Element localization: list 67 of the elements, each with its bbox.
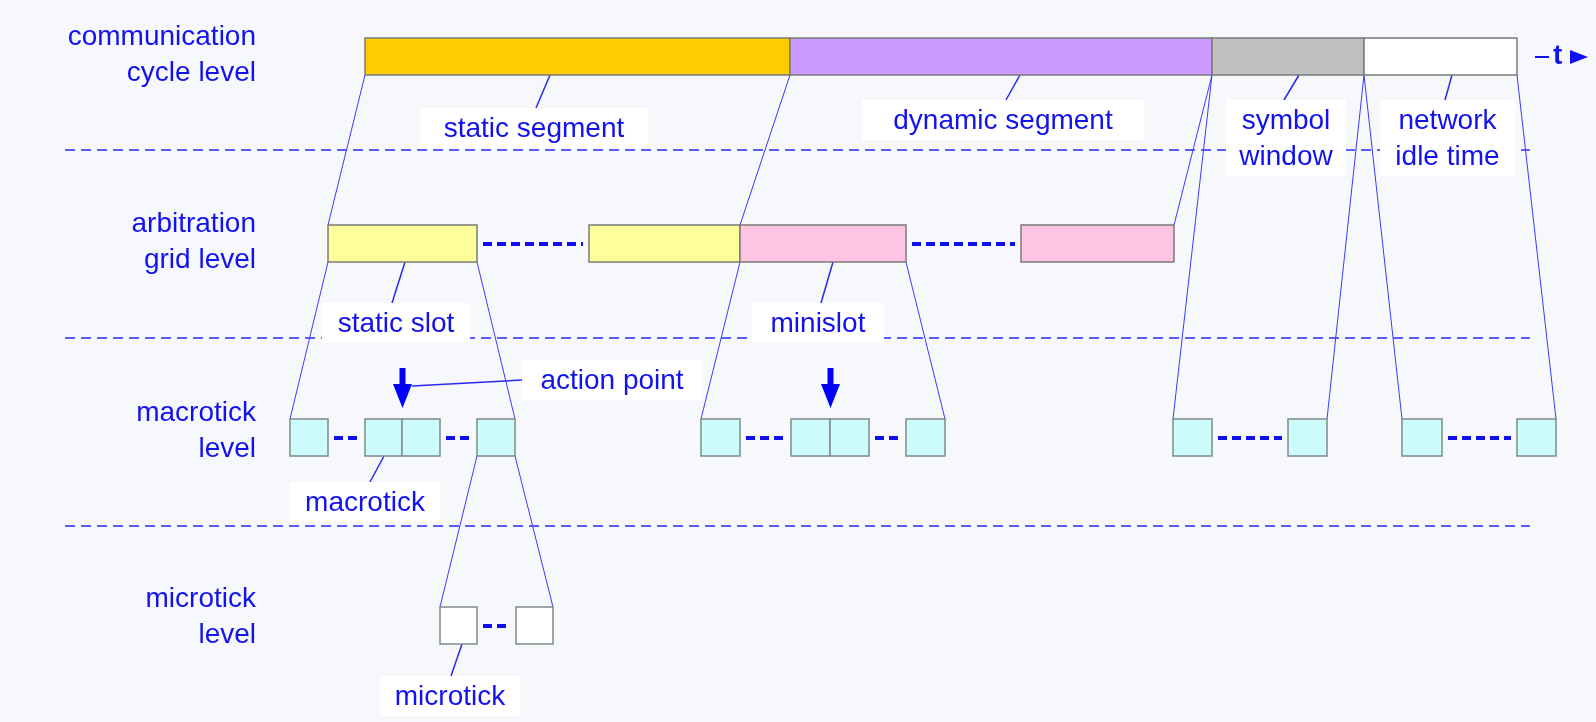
microtick-square <box>439 606 478 645</box>
leader-line <box>820 261 834 304</box>
action-point-arrow <box>821 368 840 408</box>
level-label: macrotick level <box>135 395 256 465</box>
leader-line <box>369 455 385 483</box>
zoom-line <box>514 455 554 608</box>
slot-bar <box>1020 224 1175 263</box>
microtick-square <box>515 606 554 645</box>
callout-label: action point <box>522 360 702 400</box>
zoom-line <box>905 261 946 420</box>
segment-label: dynamic segment <box>862 100 1144 140</box>
macrotick-square <box>289 418 329 457</box>
zoom-line <box>1516 74 1557 420</box>
ellipsis-dashes <box>875 436 900 440</box>
zoom-line <box>476 261 516 420</box>
ellipsis-dashes <box>746 436 785 440</box>
ellipsis-dashes <box>912 242 1015 246</box>
macrotick-square <box>700 418 741 457</box>
macrotick-square <box>1172 418 1213 457</box>
action-point-arrow <box>393 368 412 408</box>
axis-label: t <box>1553 38 1563 72</box>
segment-bar <box>364 37 791 76</box>
zoom-line <box>700 261 741 420</box>
slot-label: minislot <box>752 303 884 343</box>
ellipsis-dashes <box>483 242 583 246</box>
slot-bar <box>588 224 741 263</box>
level-label: arbitration grid level <box>130 206 256 276</box>
leader-line <box>450 643 463 677</box>
callout-label: macrotick <box>290 482 440 522</box>
macrotick-square <box>476 418 516 457</box>
slot-bar <box>327 224 478 263</box>
ellipsis-dashes <box>1448 436 1511 440</box>
ellipsis-dashes <box>1218 436 1282 440</box>
macrotick-square <box>1287 418 1328 457</box>
segment-bar <box>789 37 1213 76</box>
slot-bar <box>739 224 907 263</box>
zoom-line <box>1172 74 1213 420</box>
macrotick-square <box>401 418 441 457</box>
segment-label: static segment <box>420 108 648 148</box>
macrotick-square <box>829 418 870 457</box>
zoom-line <box>289 261 329 420</box>
zoom-line <box>739 74 791 226</box>
segment-bar <box>1363 37 1518 76</box>
zoom-line <box>327 74 366 226</box>
slot-label: static slot <box>322 303 470 343</box>
macrotick-square <box>790 418 831 457</box>
macrotick-square <box>1516 418 1557 457</box>
callout-label: microtick <box>380 676 520 716</box>
leader-line <box>1444 74 1453 101</box>
zoom-line <box>439 455 478 608</box>
zoom-line <box>1326 74 1365 420</box>
leader-line <box>1283 74 1300 101</box>
level-label: communication cycle level <box>66 19 256 89</box>
macrotick-square <box>364 418 403 457</box>
leader-line <box>411 379 523 387</box>
macrotick-square <box>905 418 946 457</box>
leader-line <box>1005 74 1021 101</box>
level-label: microtick level <box>144 581 256 651</box>
zoom-line <box>1363 74 1403 420</box>
ellipsis-dashes <box>446 436 471 440</box>
ellipsis-dashes <box>334 436 359 440</box>
macrotick-square <box>1401 418 1443 457</box>
leader-line <box>535 74 551 109</box>
segment-label: symbol window <box>1226 100 1346 176</box>
leader-line <box>391 261 406 304</box>
segment-bar <box>1211 37 1365 76</box>
segment-label: network idle time <box>1380 100 1515 176</box>
